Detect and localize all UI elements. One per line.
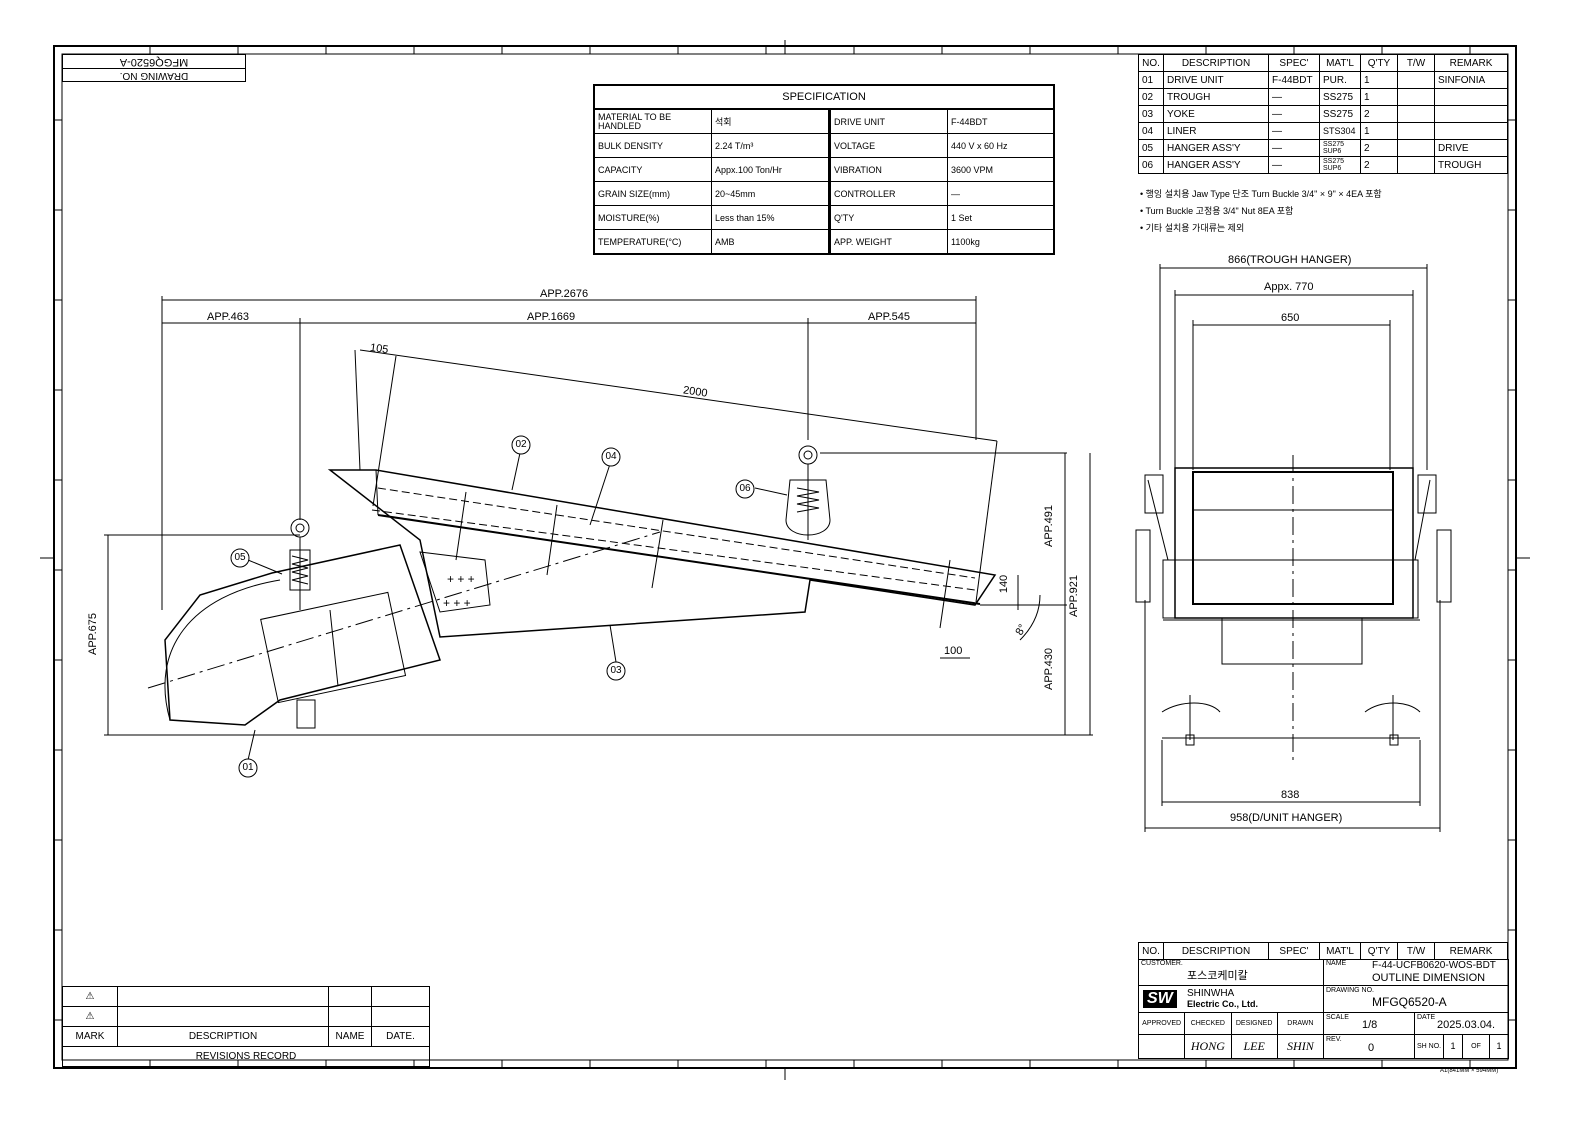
dim-491: APP.491 <box>1043 504 1056 548</box>
svg-text:+ + +: + + + <box>443 596 471 610</box>
svg-text:+ + +: + + + <box>447 572 475 586</box>
note-3: • 기타 설치용 가대류는 제외 <box>1140 223 1245 233</box>
revision-mark-2: ⚠ <box>62 1006 118 1027</box>
name-cell: NAME F-44-UCFB0620-WOS-BDT OUTLINE DIMEN… <box>1324 959 1508 986</box>
note-1: • 행잉 설치용 Jaw Type 단조 Turn Buckle 3/4" × … <box>1140 189 1382 199</box>
bill-of-materials: NO. DESCRIPTION SPEC' MAT'L Q'TY T/W REM… <box>1138 54 1508 174</box>
title-block-header: NO. DESCRIPTION SPEC' MAT'L Q'TY T/W REM… <box>1138 942 1508 960</box>
rev: 0 <box>1368 1042 1375 1054</box>
side-view: + + + + + + <box>104 296 1093 761</box>
date-cell: DATE 2025.03.04. <box>1415 1013 1508 1035</box>
balloon-02 <box>511 435 531 455</box>
dim-mid: APP.1669 <box>527 311 576 323</box>
revision-mark-1: ⚠ <box>62 986 118 1007</box>
dim-958: 958(D/UNIT HANGER) <box>1230 812 1343 824</box>
dim-650: 650 <box>1281 312 1300 324</box>
balloon-01 <box>238 758 258 778</box>
balloon-label-04: 04 <box>605 451 617 462</box>
date: 2025.03.04. <box>1437 1019 1496 1031</box>
sheet-total: 1 <box>1496 1041 1502 1051</box>
checked-label: CHECKED <box>1185 1013 1232 1034</box>
scale-cell: SCALE 1/8 <box>1324 1013 1415 1035</box>
name-code: F-44-UCFB0620-WOS-BDT <box>1372 960 1496 971</box>
end-view <box>1135 264 1452 832</box>
drawing-no-top: MFGQ6520-A <box>119 56 189 68</box>
scale: 1/8 <box>1362 1019 1378 1031</box>
drawn-label: DRAWN <box>1287 1020 1314 1027</box>
drawing-no: MFGQ6520-A <box>1372 995 1447 1009</box>
company-name: SHINWHA <box>1187 988 1235 999</box>
company-logo: SW <box>1143 990 1177 1008</box>
company-cell: SW SHINWHA Electric Co., Ltd. <box>1139 986 1324 1013</box>
revisions-record: ⚠ ⚠ MARK DESCRIPTION NAME DATE. REVISION… <box>62 986 430 1067</box>
balloon-label-01: 01 <box>242 762 254 773</box>
sheet-cell: SH NO. 1 OF 1 <box>1415 1035 1508 1058</box>
notes: • 행잉 설치용 Jaw Type 단조 Turn Buckle 3/4" × … <box>1140 186 1382 237</box>
spec-title: SPECIFICATION <box>593 84 1055 110</box>
dim-left: APP.463 <box>207 311 250 323</box>
designed-label: DESIGNED <box>1232 1013 1278 1034</box>
revision-header: MARK DESCRIPTION NAME DATE. <box>62 1026 430 1047</box>
approvals: APPROVED CHECKED DESIGNED DRAWN HONG LEE… <box>1139 1013 1324 1058</box>
dim-140: 140 <box>998 574 1011 594</box>
dim-770: Appx. 770 <box>1264 281 1314 293</box>
customer-name: 포스코케미칼 <box>1187 970 1248 982</box>
approved-label: APPROVED <box>1139 1013 1186 1034</box>
company-sub: Electric Co., Ltd. <box>1187 999 1259 1009</box>
dim-100: 100 <box>944 645 963 657</box>
balloon-05 <box>230 548 250 568</box>
drawing-no-label-top: DRAWING NO. <box>63 68 245 81</box>
drawing-no-cell: DRAWING NO. MFGQ6520-A <box>1324 986 1508 1013</box>
balloon-label-05: 05 <box>234 552 246 563</box>
rev-cell: REV. 0 <box>1324 1035 1415 1058</box>
dim-866: 866(TROUGH HANGER) <box>1228 254 1352 266</box>
customer-cell: CUSTOMER. 포스코케미칼 <box>1139 959 1324 986</box>
balloon-label-03: 03 <box>610 665 622 676</box>
balloon-label-06: 06 <box>739 483 751 494</box>
title-block: CUSTOMER. 포스코케미칼 NAME F-44-UCFB0620-WOS-… <box>1138 959 1509 1059</box>
bom-header: NO. DESCRIPTION SPEC' MAT'L Q'TY T/W REM… <box>1138 54 1508 72</box>
dim-overall: APP.2676 <box>540 288 589 300</box>
revisions-title: REVISIONS RECORD <box>62 1046 430 1067</box>
drawing-number-top: DRAWING NO. MFGQ6520-A <box>62 54 246 82</box>
balloon-label-02: 02 <box>515 439 527 450</box>
drawn-signature: SHIN <box>1287 1039 1314 1053</box>
designed-signature: LEE <box>1232 1035 1278 1058</box>
dim-105: 105 <box>369 341 390 357</box>
name-title: OUTLINE DIMENSION <box>1372 972 1486 984</box>
sheet-size: A1(841MM × 594MM) <box>1440 1068 1499 1074</box>
zone-ticks <box>40 40 1530 1080</box>
dim-675: APP.675 <box>87 612 100 656</box>
dim-430: APP.430 <box>1043 647 1056 691</box>
dim-right: APP.545 <box>868 311 911 323</box>
dim-921: APP.921 <box>1068 574 1081 618</box>
note-2: • Turn Buckle 고정용 3/4" Nut 8EA 포함 <box>1140 206 1294 216</box>
dim-838: 838 <box>1281 789 1300 801</box>
sheet-no: 1 <box>1444 1035 1463 1058</box>
balloon-04 <box>601 447 621 467</box>
checked-signature: HONG <box>1185 1035 1232 1058</box>
part-balloons <box>230 435 755 778</box>
balloon-06 <box>735 479 755 499</box>
balloon-03 <box>606 661 626 681</box>
